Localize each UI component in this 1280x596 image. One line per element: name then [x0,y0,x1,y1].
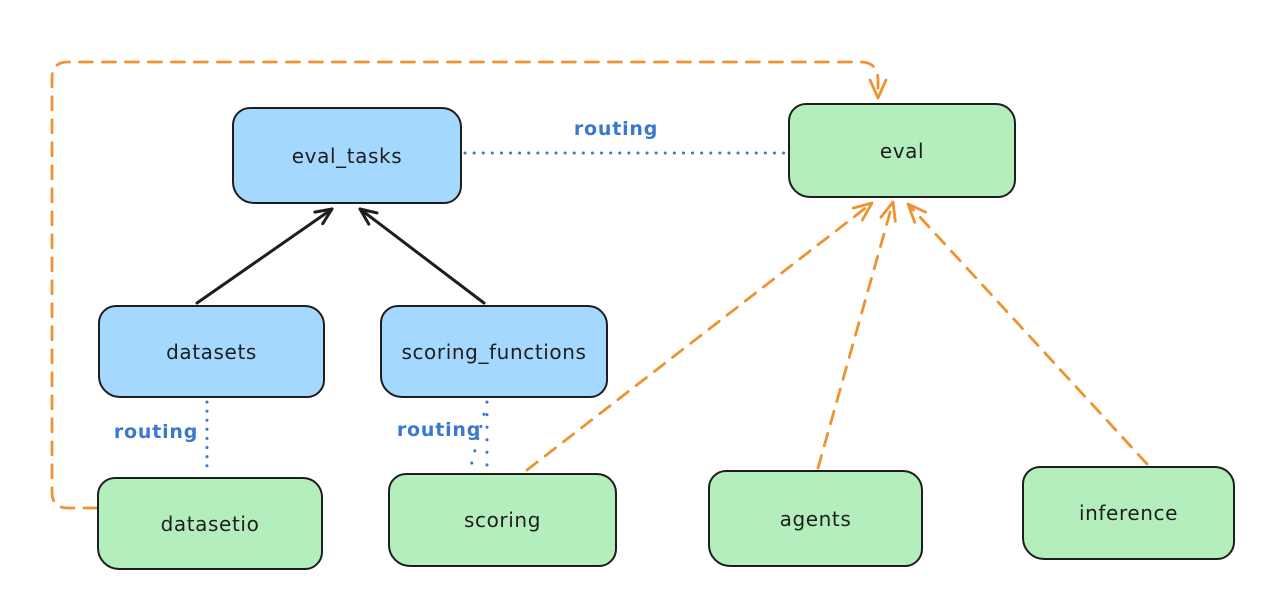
node-agents-label: agents [779,506,852,531]
edge-scoring-functions-to-eval-tasks [358,207,486,305]
routing-label-scoring-functions-scoring: routing [396,419,482,441]
node-inference: inference [1022,466,1235,560]
edge-datasets-to-eval-tasks [195,207,334,305]
edge-agents-to-eval [816,200,897,470]
node-eval-tasks: eval_tasks [232,107,462,204]
node-scoring-functions-label: scoring_functions [401,339,587,364]
node-datasetio-label: datasetio [160,511,260,536]
node-scoring-label: scoring [463,508,541,532]
edge-scoring-to-eval [525,201,874,472]
node-datasets-label: datasets [166,339,257,364]
routing-label-eval-tasks-eval: routing [573,118,659,140]
node-eval-label: eval [879,138,925,163]
node-scoring: scoring [388,473,617,567]
routing-label-datasets-datasetio: routing [113,421,199,443]
node-inference-label: inference [1078,501,1179,525]
edge-inference-to-eval [906,202,1149,466]
node-scoring-functions: scoring_functions [380,305,608,398]
node-datasets: datasets [98,305,325,398]
node-eval-tasks-label: eval_tasks [291,143,403,168]
edge-datasetio-to-eval [50,60,888,510]
node-datasetio: datasetio [97,477,323,570]
edge-scoring-functions-to-scoring [468,400,489,472]
node-eval: eval [788,103,1016,198]
node-agents: agents [708,470,923,567]
